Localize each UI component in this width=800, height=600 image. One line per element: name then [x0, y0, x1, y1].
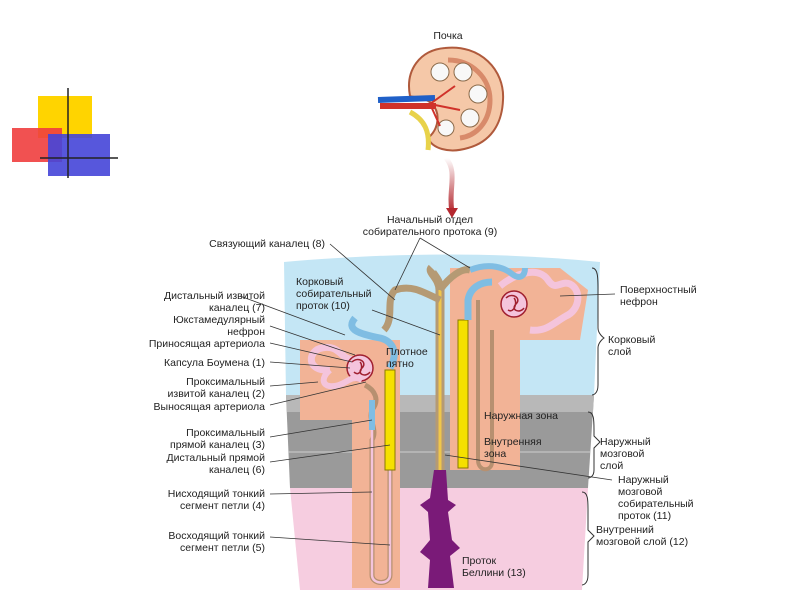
label-bowman-capsule: Капсула Боумена (1) [164, 357, 265, 369]
kidney-title: Почка [433, 30, 463, 42]
label-juxtamedullary-nephron: Юкстамедулярный нефрон [173, 314, 265, 338]
label-outer-medullary-collecting-duct: Наружный мозговой собирательный проток (… [618, 474, 694, 522]
label-afferent-arteriole: Приносящая артериола [148, 338, 265, 350]
label-cortical-collecting-duct: Корковый собирательный проток (10) [296, 276, 372, 312]
down-arrow [443, 156, 455, 213]
label-outer-zone: Наружная зона [484, 410, 558, 422]
label-ascending-thin-limb: Восходящий тонкий сегмент петли (5) [168, 530, 265, 554]
kidney-icon [377, 46, 505, 152]
layer-braces [581, 267, 605, 586]
label-distal-convoluted-tubule: Дистальный извитой каналец (7) [163, 290, 265, 314]
label-efferent-arteriole: Выносящая артериола [153, 401, 265, 413]
label-initial-collecting-duct: Начальный отдел собирательного протока (… [362, 214, 498, 238]
label-connecting-tubule: Связующий каналец (8) [209, 238, 325, 250]
blue-square [48, 134, 110, 176]
label-macula-densa: Плотное пятно [386, 346, 428, 370]
label-proximal-convoluted-tubule: Проксимальный извитой каналец (2) [167, 376, 265, 400]
label-distal-straight-tubule: Дистальный прямой каналец (6) [166, 452, 266, 476]
superficial-region [450, 268, 588, 470]
leader-lines [239, 237, 616, 546]
label-descending-thin-limb: Нисходящий тонкий сегмент петли (4) [167, 488, 265, 512]
label-inner-zone: Внутренняя зона [484, 436, 542, 460]
label-bellini-duct: Проток Беллини (13) [462, 555, 526, 579]
label-superficial-nephron: Поверхностный нефрон [620, 284, 697, 308]
label-inner-medulla: Внутренний мозговой слой (12) [596, 524, 689, 548]
juxtamedullary-nephron [307, 315, 398, 585]
label-proximal-straight-tubule: Проксимальный прямой каналец (3) [170, 427, 265, 451]
bellini-duct [420, 470, 460, 588]
label-outer-medulla: Наружный мозговой слой [600, 436, 651, 472]
superficial-nephron [457, 263, 582, 472]
label-cortex: Корковый слой [608, 334, 656, 358]
